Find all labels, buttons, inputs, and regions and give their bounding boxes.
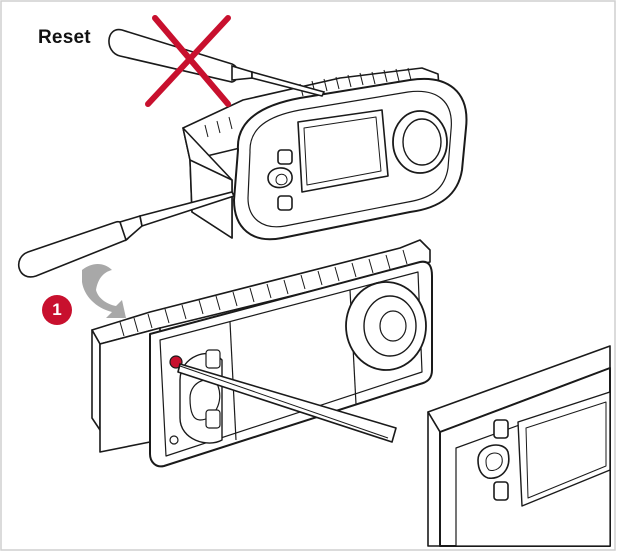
faceplate-button-center-inner <box>485 452 503 471</box>
chassis-knob-inner <box>379 310 407 342</box>
curved-arrow-icon <box>82 264 126 318</box>
top-unit-button-upper <box>277 149 293 165</box>
screwdriver-shaft-top <box>251 70 326 97</box>
top-unit-button-lower <box>277 195 293 211</box>
top-control-unit <box>182 67 468 241</box>
screwdriver-correct <box>17 191 236 278</box>
faceplate-button-bottom <box>493 481 509 501</box>
screwdriver-icon <box>108 29 326 97</box>
top-unit-knob-inner <box>402 118 442 166</box>
top-unit-button-center-inner <box>275 173 288 186</box>
chassis-button-top <box>205 349 221 369</box>
top-unit-ribs <box>204 67 412 138</box>
screwdriver-shaft-lower <box>139 191 236 228</box>
top-unit-display-inner <box>303 116 382 186</box>
reset-pin <box>177 363 397 443</box>
cross-mark-icon <box>145 15 231 107</box>
chassis-left-edge <box>91 329 101 431</box>
step-badge: 1 <box>42 295 72 325</box>
reset-label: Reset <box>38 27 91 48</box>
chassis-screw-hole <box>169 435 179 445</box>
screwdriver-ferrule-top <box>231 64 253 81</box>
middle-chassis <box>91 239 433 468</box>
faceplate-side <box>427 411 441 547</box>
faceplate-button-top <box>493 419 509 439</box>
faceplate-display-inner <box>525 401 607 499</box>
chassis-ribs <box>119 249 408 337</box>
screwdriver-handle-lower <box>17 220 130 278</box>
bottom-faceplate <box>427 345 611 547</box>
chassis-button-bottom <box>205 409 221 429</box>
